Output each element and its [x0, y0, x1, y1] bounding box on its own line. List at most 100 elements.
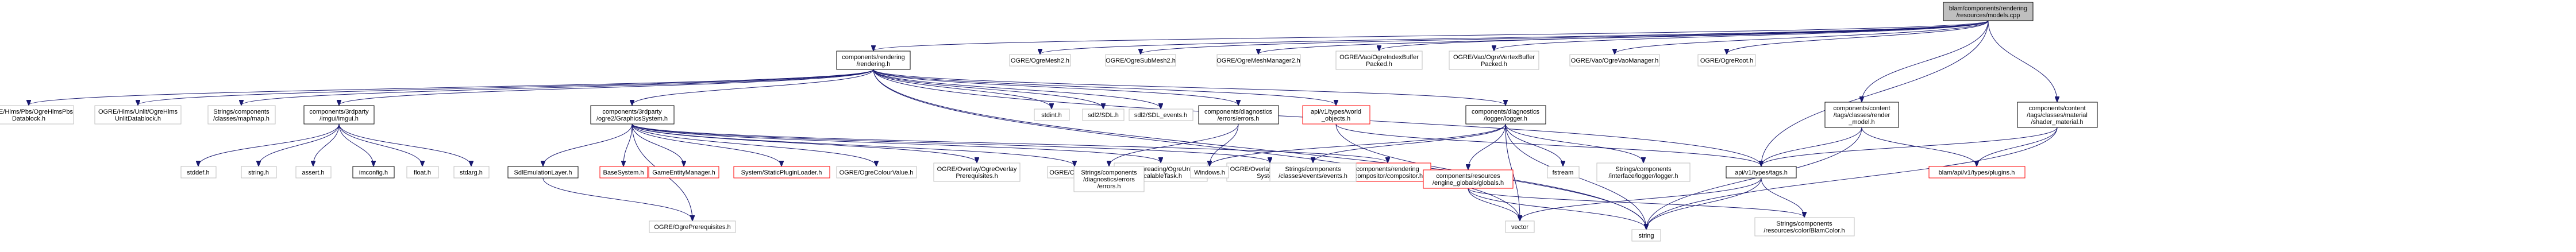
node-ogreprereq[interactable]: OGRE/OgrePrerequisites.h [649, 220, 736, 233]
edge-shader-material-to-string [1646, 127, 2058, 229]
node-render-model[interactable]: components/content/tags/classes/render_m… [1824, 102, 1899, 128]
node-ogremeshmanager2[interactable]: OGRE/OgreMeshManager2.h [1216, 54, 1301, 67]
node-ogrevaomanager[interactable]: OGRE/Vao/OgreVaoManager.h [1569, 54, 1660, 67]
edge-graphicssystem-to-compositor [632, 123, 1388, 162]
node-label-line: /resources/color/BlamColor.h [1763, 227, 1845, 234]
edge-graphicssystem-to-ogrelog [632, 123, 1075, 166]
edge-render-model-to-tags-h [1761, 127, 1862, 166]
node-label-line: vector [1511, 224, 1528, 231]
node-box [1754, 217, 1855, 237]
node-label-line: OGRE/OgrePrerequisites.h [654, 224, 730, 231]
edge-root-to-ogrevaomanager [1615, 20, 1989, 54]
node-ogremesh2[interactable]: OGRE/OgreMesh2.h [1009, 54, 1071, 67]
node-label-line: stddef.h [187, 169, 209, 176]
node-stdint[interactable]: stdint.h [1034, 108, 1070, 121]
node-label-line: GameEntityManager.h [652, 169, 715, 176]
node-sdl2[interactable]: sdl2/SDL.h [1082, 108, 1125, 121]
edge-root-to-ogreroot [1727, 20, 1989, 54]
node-imgui[interactable]: components/3rdparty/imgui/imgui.h [303, 105, 375, 125]
node-graphicssystem[interactable]: components/3rdparty/ogre2/GraphicsSystem… [590, 105, 675, 125]
node-box [1547, 166, 1580, 179]
node-box [1198, 105, 1279, 125]
node-imconfig[interactable]: imconfig.h [352, 166, 395, 179]
edge-root-to-ogremesh2 [1040, 20, 1989, 54]
node-root[interactable]: blam/components/rendering/resources/mode… [1943, 2, 2034, 21]
node-assert[interactable]: assert.h [295, 166, 332, 179]
node-sdlemu[interactable]: SdlEmulationLayer.h [507, 166, 579, 179]
node-label-line: sdl2/SDL.h [1088, 112, 1119, 119]
node-diag-logger[interactable]: components/diagnostics/logger/logger.h [1465, 105, 1546, 125]
node-box [1449, 51, 1539, 70]
edge-rendering-h-to-sdl2events [873, 69, 1161, 108]
node-box [1105, 54, 1176, 67]
node-label-line: OGRE/Vao/OgreVertexBuffer [1453, 54, 1535, 61]
node-label-line: /compositor/compositor.h [1353, 173, 1423, 180]
node-mapmap[interactable]: Strings/components/classes/map/map.h [207, 105, 276, 125]
node-box [1697, 54, 1756, 67]
node-diag-errors[interactable]: components/diagnostics/errors/errors.h [1198, 105, 1279, 125]
node-fstream[interactable]: fstream [1547, 166, 1580, 179]
node-plugins-h[interactable]: blam/api/v1/types/plugins.h [1928, 166, 2026, 179]
node-staticplugin[interactable]: System/StaticPluginLoader.h [733, 166, 830, 179]
node-box [507, 166, 579, 179]
edge-graphicssystem-to-gameentitymgr [632, 123, 684, 166]
node-box [649, 220, 736, 233]
node-events-events[interactable]: Strings/components/classes/events/events… [1269, 162, 1357, 182]
node-ogresubmesh2[interactable]: OGRE/OgreSubMesh2.h [1105, 54, 1176, 67]
node-box [0, 105, 74, 125]
node-string[interactable]: string [1631, 229, 1661, 242]
node-float-h[interactable]: float.h [406, 166, 439, 179]
node-ogreroot[interactable]: OGRE/OgreRoot.h [1697, 54, 1756, 67]
node-label-line: components/resources [1436, 173, 1500, 180]
node-windows[interactable]: Windows.h [1190, 166, 1229, 179]
node-box [1009, 54, 1071, 67]
node-shader-material[interactable]: components/content/tags/classes/material… [2017, 102, 2098, 128]
node-box [1190, 166, 1229, 179]
node-stdarg[interactable]: stdarg.h [453, 166, 490, 179]
node-box [1596, 162, 1691, 182]
node-box [599, 166, 648, 179]
node-gameentitymgr[interactable]: GameEntityManager.h [648, 166, 719, 179]
node-label-line: stdarg.h [460, 169, 483, 176]
node-label-line: OGRE/OgreMesh2.h [1011, 57, 1069, 64]
edge-tags-h-to-string [1646, 177, 1762, 229]
node-label-line: /classes/map/map.h [213, 115, 269, 122]
node-ilogger[interactable]: Strings/components/interface/logger/logg… [1596, 162, 1691, 182]
node-label-line: Packed.h [1481, 61, 1507, 68]
node-string-h[interactable]: string.h [241, 166, 277, 179]
node-rendering-h[interactable]: components/rendering/rendering.h [836, 51, 911, 70]
node-world-objects[interactable]: api/v1/types/world_objects.h [1302, 105, 1370, 125]
edge-imgui-to-float-h [338, 123, 422, 166]
edge-imgui-to-stddef [198, 123, 340, 166]
node-label-line: Strings/components [1285, 166, 1341, 173]
node-label-line: api/v1/types/tags.h [1735, 169, 1788, 176]
node-label-line: /tags/classes/material [2027, 112, 2088, 119]
node-basesystem[interactable]: BaseSystem.h [599, 166, 648, 179]
node-box [352, 166, 395, 179]
node-label-line: System/StaticPluginLoader.h [741, 169, 822, 176]
node-blamcolor[interactable]: Strings/components/resources/color/BlamC… [1754, 217, 1855, 237]
node-colourvalue[interactable]: OGRE/OgreColourValue.h [836, 166, 917, 179]
node-box [180, 166, 217, 179]
node-stddef[interactable]: stddef.h [180, 166, 217, 179]
node-label-line: /rendering.h [857, 61, 891, 68]
edge-rendering-h-to-mapmap [241, 69, 874, 105]
node-label-line: Strings/components [1081, 169, 1137, 176]
edge-diag-errors-to-windows [1210, 123, 1239, 166]
node-label-line: components/diagnostics [1204, 108, 1273, 115]
node-diag-errors-errors[interactable]: Strings/components/diagnostics/errors/er… [1073, 166, 1145, 192]
node-label-line: Prerequisites.h [956, 173, 998, 180]
node-sdl2events[interactable]: sdl2/SDL_events.h [1129, 108, 1193, 121]
node-engine-globals[interactable]: components/resources/engine_globals/glob… [1423, 169, 1514, 189]
node-label-line: Datablock.h [12, 115, 45, 122]
node-vector[interactable]: vector [1505, 220, 1535, 233]
node-tags-h[interactable]: api/v1/types/tags.h [1726, 166, 1797, 179]
edge-rendering-h-to-hlmspbs [29, 69, 874, 105]
node-box [1082, 108, 1125, 121]
node-compositor[interactable]: components/rendering/compositor/composit… [1344, 162, 1431, 182]
